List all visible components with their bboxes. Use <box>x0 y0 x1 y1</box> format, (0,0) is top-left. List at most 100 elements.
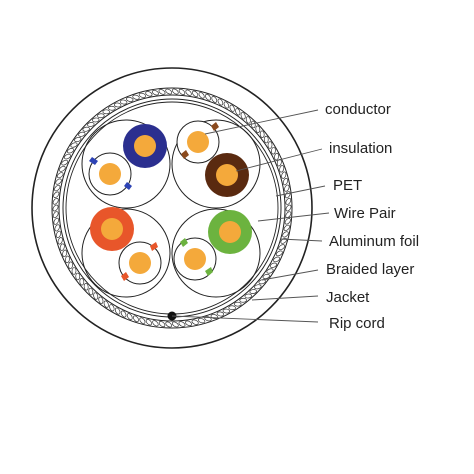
braid-strand <box>133 315 139 323</box>
braid-strand <box>93 292 99 300</box>
braid-strand <box>52 204 59 212</box>
jacket-outer-ring <box>31 67 313 349</box>
conductor-blue-white <box>99 163 121 185</box>
braid-strand <box>282 178 289 186</box>
leader-aluminum-foil <box>279 238 323 242</box>
braid-strand <box>222 308 231 314</box>
label-conductor: conductor <box>325 101 391 118</box>
braid-strand <box>54 224 60 232</box>
braid-strand <box>283 224 290 232</box>
braid-strand <box>126 313 133 320</box>
label-braided-layer: Braided layer <box>326 261 414 278</box>
braid-strand <box>91 117 100 123</box>
braid-strand <box>138 92 146 98</box>
conductor-brown-white <box>187 131 209 153</box>
braid-strand <box>74 136 82 143</box>
braid-strand <box>185 320 193 327</box>
label-aluminum-foil: Aluminum foil <box>329 233 419 250</box>
braid-strand <box>55 230 62 238</box>
braid-strand <box>78 131 86 137</box>
braid-strand <box>82 126 90 132</box>
braid-strand <box>165 321 172 328</box>
conductor-brown <box>216 164 238 186</box>
braid-strand <box>63 153 71 160</box>
braid-strand <box>152 320 159 327</box>
braid-strand <box>158 321 166 328</box>
wire-pair-orange <box>81 207 171 298</box>
conductor-orange <box>101 218 123 240</box>
braid-strand <box>217 98 224 106</box>
braid-strand <box>145 319 152 326</box>
leader-rip-cord <box>171 315 319 323</box>
braid-strand <box>282 231 289 238</box>
braid-strand <box>132 94 140 100</box>
braid-strand <box>88 287 94 296</box>
braid-strand <box>126 96 134 102</box>
braid-strand <box>71 267 77 275</box>
braid-strand <box>198 318 206 324</box>
braid-strand <box>285 197 292 205</box>
braid-strand <box>55 178 62 185</box>
braid-strand <box>254 284 262 290</box>
braid-strand <box>244 293 253 299</box>
stripe-orange-2 <box>121 272 129 281</box>
conductor-blue <box>134 135 156 157</box>
braid-strand <box>249 289 257 294</box>
leader-jacket <box>251 295 319 301</box>
braided-layer-ring <box>52 88 292 328</box>
braid-strand <box>284 218 291 225</box>
braid-strand <box>97 113 105 119</box>
braid-strand <box>79 278 85 286</box>
braid-strand <box>165 88 173 95</box>
braid-strand <box>67 148 75 154</box>
braid-strand <box>285 204 292 212</box>
braid-strand <box>178 321 186 327</box>
braid-strand <box>185 89 192 96</box>
braid-strand <box>61 159 69 166</box>
conductor-green-white <box>184 248 206 270</box>
braid-strand <box>83 283 89 291</box>
wire-pair-green <box>171 208 261 298</box>
braid-strand <box>281 171 287 179</box>
braid-strand <box>205 93 211 101</box>
stripe-green-2 <box>205 267 213 276</box>
braid-strand <box>259 130 265 138</box>
braid-strand <box>240 112 246 120</box>
braid-strand <box>119 99 128 105</box>
braid-strand <box>87 122 95 127</box>
braid-strand <box>108 105 116 111</box>
braid-strand <box>274 152 279 161</box>
leader-braided-layer <box>261 269 319 281</box>
braid-strand <box>145 91 153 97</box>
braid-strand <box>171 321 179 328</box>
braid-strand <box>216 311 225 317</box>
conductor-green <box>219 221 241 243</box>
leader-wire-pair <box>257 212 330 222</box>
braid-strand <box>284 184 290 192</box>
braid-strand <box>271 146 276 155</box>
braid-strand <box>269 262 277 268</box>
braid-strand <box>70 142 78 148</box>
braid-strand <box>266 268 274 274</box>
braid-strand <box>198 92 205 99</box>
braid-strand <box>284 191 291 199</box>
braid-strand <box>262 273 270 280</box>
braid-strand <box>275 250 283 257</box>
braid-strand <box>278 244 286 251</box>
braid-strand <box>267 141 273 149</box>
stripe-brown-1 <box>181 150 189 159</box>
braid-strand <box>245 116 251 124</box>
braid-strand <box>258 279 266 285</box>
braided-inner-edge <box>58 94 286 322</box>
braid-strand <box>62 249 68 258</box>
leader-insulation <box>235 148 323 172</box>
braid-strand <box>273 256 281 263</box>
stripe-blue-1 <box>89 157 98 165</box>
braid-strand <box>53 217 60 225</box>
braid-strand <box>53 191 60 198</box>
braid-strand <box>279 165 285 173</box>
braid-strand <box>178 88 186 95</box>
braid-strand <box>58 165 66 172</box>
braid-strand <box>120 310 127 318</box>
stripe-brown-2 <box>211 122 219 131</box>
